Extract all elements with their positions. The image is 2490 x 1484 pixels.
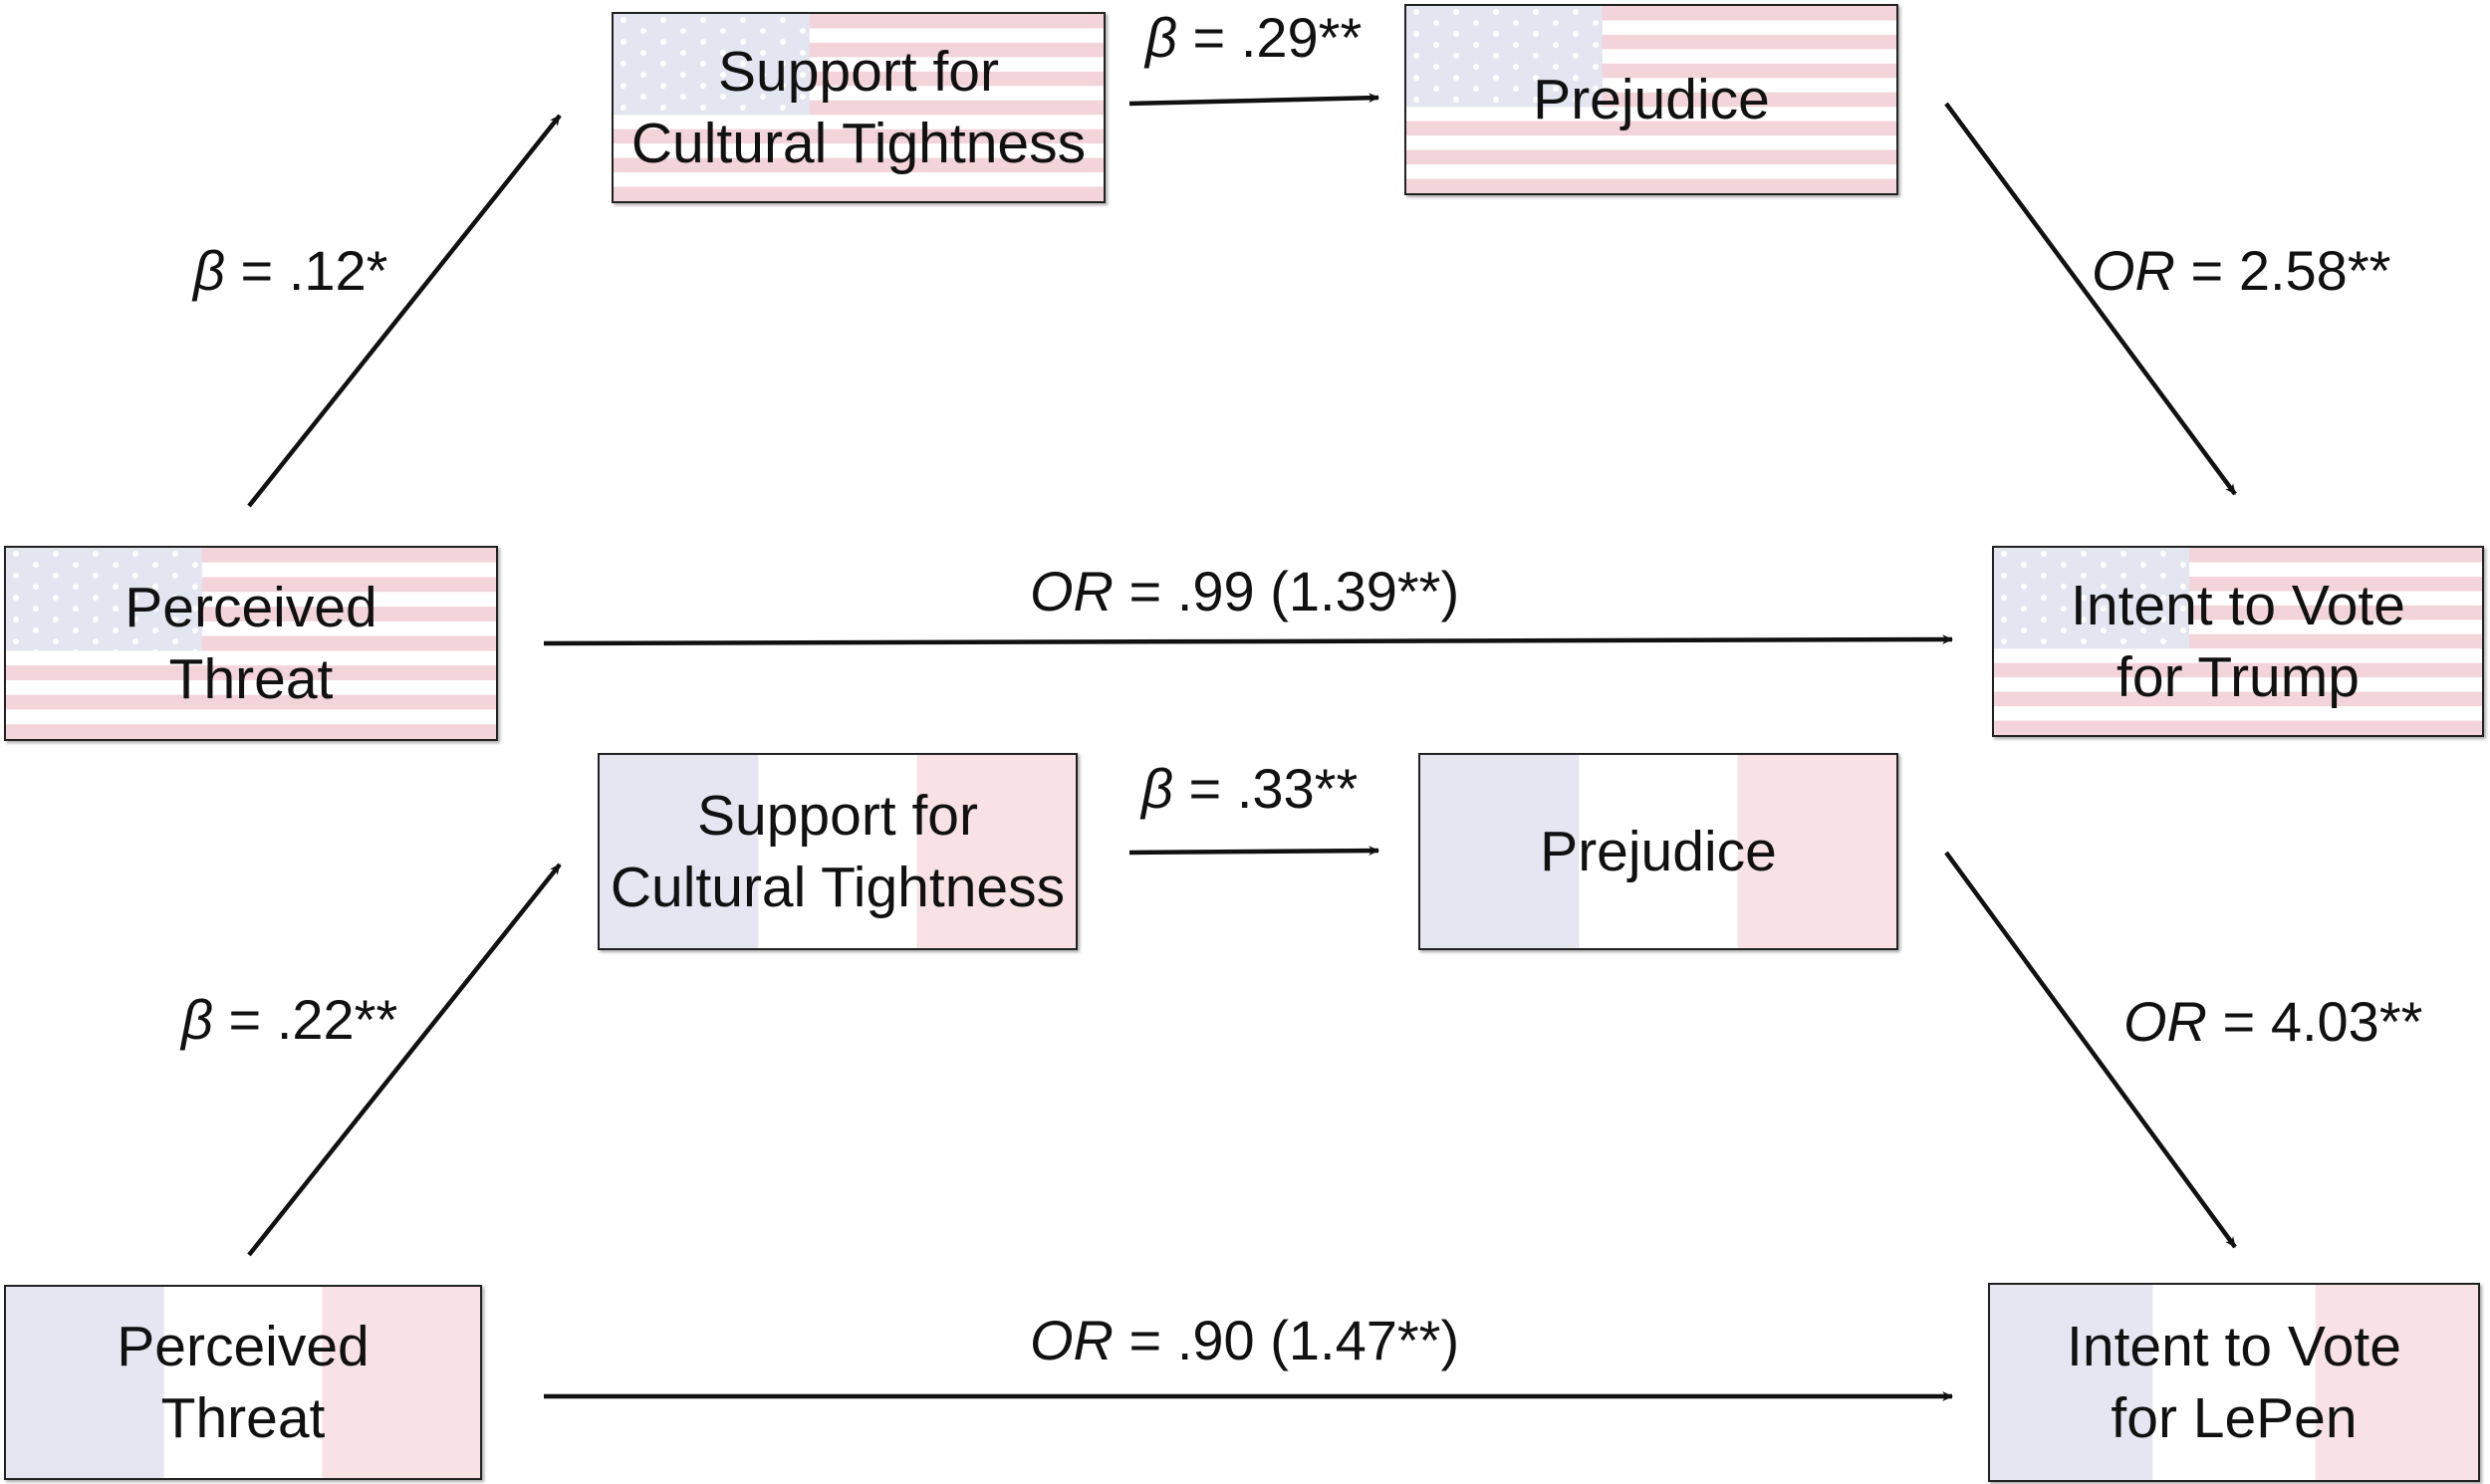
us-label-threat-to-tightness-symbol: β <box>193 239 225 302</box>
fr-arrow-tightness-to-prejudice <box>1128 846 1380 857</box>
us-label-prejudice-to-vote-symbol: OR <box>2092 239 2175 302</box>
fr-label-threat-to-tightness-symbol: β <box>181 988 213 1051</box>
us-label-tightness-to-prejudice-value: = .29** <box>1177 6 1363 69</box>
us-label-tightness-to-prejudice-symbol: β <box>1145 6 1177 69</box>
us-intent-to-vote-line1: Intent to Vote <box>2071 574 2405 637</box>
fr-cultural-tightness-box: Support for Cultural Tightness <box>598 753 1078 950</box>
fr-intent-to-vote-line2: for LePen <box>2111 1386 2358 1450</box>
us-flag-background <box>1994 548 2482 735</box>
us-label-threat-to-vote: OR = .99 (1.39**) <box>1030 564 1459 619</box>
us-intent-to-vote-line2: for Trump <box>2116 645 2360 709</box>
us-perceived-threat-line2: Threat <box>168 647 334 711</box>
fr-label-threat-to-tightness-value: = .22** <box>213 988 398 1051</box>
us-perceived-threat-box: Perceived Threat <box>4 546 498 741</box>
fr-label-threat-to-vote-symbol: OR <box>1030 1309 1114 1371</box>
fr-flag-background <box>600 755 1076 948</box>
us-label-threat-to-vote-symbol: OR <box>1030 560 1114 622</box>
us-perceived-threat-line1: Perceived <box>124 576 377 639</box>
us-flag-background <box>1406 6 1896 193</box>
fr-prejudice-box: Prejudice <box>1418 753 1898 950</box>
fr-label-tightness-to-prejudice-value: = .33** <box>1173 757 1359 820</box>
us-label-prejudice-to-vote: OR = 2.58** <box>2092 243 2390 299</box>
fr-perceived-threat-line2: Threat <box>160 1386 326 1450</box>
us-prejudice-label: Prejudice <box>1533 68 1770 131</box>
us-arrow-prejudice-to-vote <box>1944 102 2237 496</box>
us-label-threat-to-tightness-value: = .12* <box>225 239 388 302</box>
fr-label-prejudice-to-vote-value: = 4.03** <box>2207 990 2423 1053</box>
us-prejudice-box: Prejudice <box>1404 4 1898 195</box>
us-flag-background <box>614 14 1104 201</box>
us-arrow-tightness-to-prejudice <box>1128 93 1380 107</box>
fr-label-prejudice-to-vote-symbol: OR <box>2123 990 2207 1053</box>
fr-label-threat-to-vote-value: = .90 (1.47**) <box>1114 1309 1460 1371</box>
us-flag-background <box>6 548 496 739</box>
fr-perceived-threat-line1: Perceived <box>117 1315 370 1378</box>
fr-perceived-threat-box: Perceived Threat <box>4 1285 482 1480</box>
us-arrow-threat-to-vote <box>543 634 1954 646</box>
fr-label-tightness-to-prejudice: β = .33** <box>1141 761 1358 817</box>
fr-label-tightness-to-prejudice-symbol: β <box>1141 757 1173 820</box>
us-arrow-threat-to-tightness <box>247 114 562 508</box>
fr-intent-to-vote-line1: Intent to Vote <box>2067 1315 2401 1378</box>
us-cultural-tightness-box: Support for Cultural Tightness <box>612 12 1106 203</box>
fr-prejudice-label: Prejudice <box>1540 820 1777 883</box>
fr-cultural-tightness-line1: Support for <box>697 784 978 848</box>
fr-label-prejudice-to-vote: OR = 4.03** <box>2123 994 2422 1050</box>
fr-flag-background <box>1420 755 1896 948</box>
fr-label-threat-to-vote: OR = .90 (1.47**) <box>1030 1313 1459 1368</box>
us-label-threat-to-tightness: β = .12* <box>193 243 387 299</box>
fr-flag-background <box>1990 1285 2478 1480</box>
us-label-tightness-to-prejudice: β = .29** <box>1145 10 1362 66</box>
fr-flag-background <box>6 1287 480 1478</box>
us-label-prejudice-to-vote-value: = 2.58** <box>2175 239 2391 302</box>
fr-label-threat-to-tightness: β = .22** <box>181 992 397 1048</box>
fr-arrow-prejudice-to-vote <box>1944 851 2237 1249</box>
fr-cultural-tightness-line2: Cultural Tightness <box>610 856 1066 919</box>
us-intent-to-vote-box: Intent to Vote for Trump <box>1992 546 2484 737</box>
us-label-threat-to-vote-value: = .99 (1.39**) <box>1114 560 1460 622</box>
fr-arrow-threat-to-tightness <box>247 863 562 1257</box>
fr-intent-to-vote-box: Intent to Vote for LePen <box>1988 1283 2480 1482</box>
us-cultural-tightness-line2: Cultural Tightness <box>630 112 1087 175</box>
us-cultural-tightness-line1: Support for <box>718 40 999 104</box>
